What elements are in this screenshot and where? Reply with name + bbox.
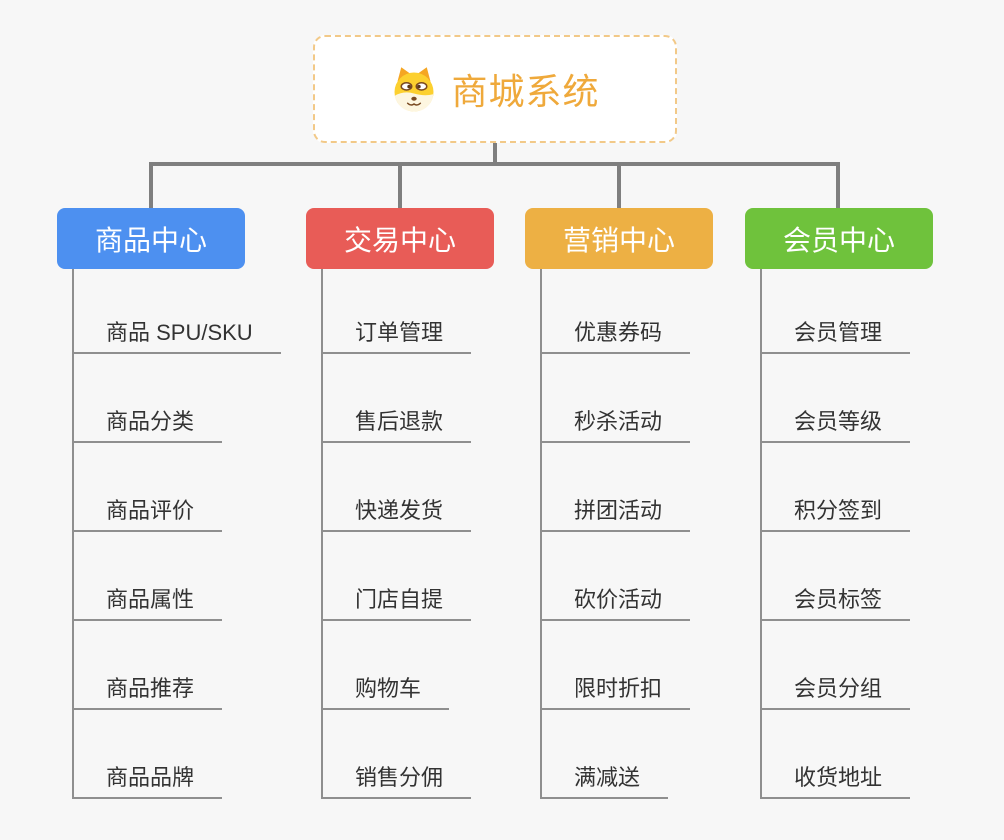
- column-spine: [760, 269, 762, 799]
- connector-drop-trade: [398, 162, 402, 208]
- leaf-column-marketing: 优惠券码 秒杀活动 拼团活动 砍价活动 限时折扣 满减送: [540, 269, 780, 799]
- root-title: 商城系统: [451, 71, 600, 112]
- branch-node-trade-center[interactable]: 交易中心: [306, 208, 494, 269]
- leaf-node[interactable]: 商品 SPU/SKU: [72, 319, 281, 354]
- leaf-item: 秒杀活动: [540, 354, 780, 443]
- leaf-item: 优惠券码: [540, 269, 780, 354]
- leaf-item: 会员等级: [760, 354, 1000, 443]
- branch-node-product-center[interactable]: 商品中心: [57, 208, 245, 269]
- leaf-item: 会员管理: [760, 269, 1000, 354]
- branch-node-marketing-center[interactable]: 营销中心: [525, 208, 713, 269]
- column-spine: [540, 269, 542, 799]
- leaf-item: 商品评价: [72, 443, 312, 532]
- leaf-node[interactable]: 订单管理: [321, 319, 472, 354]
- leaf-item: 购物车: [321, 621, 561, 710]
- leaf-node[interactable]: 购物车: [321, 675, 450, 710]
- connector-root-drop: [493, 143, 497, 165]
- leaf-node[interactable]: 收货地址: [760, 764, 911, 799]
- leaf-node[interactable]: 商品分类: [72, 408, 223, 443]
- leaf-item: 收货地址: [760, 710, 1000, 799]
- leaf-node[interactable]: 商品品牌: [72, 764, 223, 799]
- leaf-item: 商品 SPU/SKU: [72, 269, 312, 354]
- column-spine: [321, 269, 323, 799]
- leaf-node[interactable]: 会员分组: [760, 675, 911, 710]
- branch-node-member-center[interactable]: 会员中心: [745, 208, 933, 269]
- leaf-column-member: 会员管理 会员等级 积分签到 会员标签 会员分组 收货地址: [760, 269, 1000, 799]
- leaf-item: 门店自提: [321, 532, 561, 621]
- leaf-item: 商品推荐: [72, 621, 312, 710]
- leaf-column-trade: 订单管理 售后退款 快递发货 门店自提 购物车 销售分佣: [321, 269, 561, 799]
- connector-drop-marketing: [617, 162, 621, 208]
- leaf-node[interactable]: 会员标签: [760, 586, 911, 621]
- leaf-column-product: 商品 SPU/SKU 商品分类 商品评价 商品属性 商品推荐 商品品牌: [72, 269, 312, 799]
- root-node[interactable]: 商城系统: [313, 35, 677, 143]
- leaf-node[interactable]: 销售分佣: [321, 764, 472, 799]
- leaf-node[interactable]: 门店自提: [321, 586, 472, 621]
- leaf-node[interactable]: 优惠券码: [540, 319, 691, 354]
- leaf-node[interactable]: 商品属性: [72, 586, 223, 621]
- leaf-node[interactable]: 快递发货: [321, 497, 472, 532]
- leaf-item: 销售分佣: [321, 710, 561, 799]
- leaf-item: 限时折扣: [540, 621, 780, 710]
- leaf-item: 售后退款: [321, 354, 561, 443]
- leaf-item: 商品品牌: [72, 710, 312, 799]
- leaf-item: 商品分类: [72, 354, 312, 443]
- leaf-node[interactable]: 积分签到: [760, 497, 911, 532]
- leaf-item: 拼团活动: [540, 443, 780, 532]
- leaf-item: 会员标签: [760, 532, 1000, 621]
- leaf-node[interactable]: 限时折扣: [540, 675, 691, 710]
- leaf-item: 砍价活动: [540, 532, 780, 621]
- leaf-item: 会员分组: [760, 621, 1000, 710]
- connector-drop-product: [149, 162, 153, 208]
- connector-drop-member: [836, 162, 840, 208]
- leaf-item: 满减送: [540, 710, 780, 799]
- leaf-node[interactable]: 会员管理: [760, 319, 911, 354]
- leaf-item: 积分签到: [760, 443, 1000, 532]
- leaf-node[interactable]: 商品评价: [72, 497, 223, 532]
- leaf-node[interactable]: 售后退款: [321, 408, 472, 443]
- column-spine: [72, 269, 74, 799]
- leaf-node[interactable]: 满减送: [540, 764, 669, 799]
- connector-rail: [149, 162, 840, 166]
- dog-face-icon: [390, 65, 438, 113]
- leaf-node[interactable]: 秒杀活动: [540, 408, 691, 443]
- leaf-item: 订单管理: [321, 269, 561, 354]
- leaf-node[interactable]: 商品推荐: [72, 675, 223, 710]
- leaf-node[interactable]: 会员等级: [760, 408, 911, 443]
- leaf-node[interactable]: 砍价活动: [540, 586, 691, 621]
- leaf-item: 商品属性: [72, 532, 312, 621]
- leaf-node[interactable]: 拼团活动: [540, 497, 691, 532]
- leaf-item: 快递发货: [321, 443, 561, 532]
